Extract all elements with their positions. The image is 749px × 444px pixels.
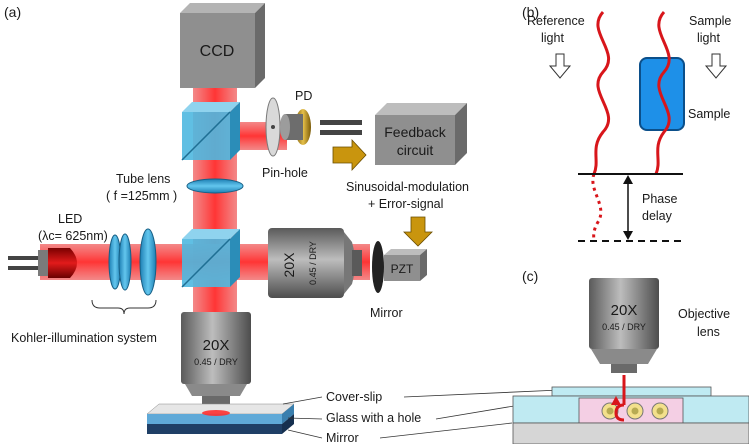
photodetector <box>280 109 362 145</box>
panel-b-label: (b) <box>522 4 539 20</box>
ccd-label: CCD <box>200 43 235 60</box>
feedback-label-line1: Feedback <box>384 124 446 140</box>
objective-lens-label-line1: Objective <box>678 307 730 321</box>
beam-splitter-top <box>181 102 240 161</box>
sample-label: Sample <box>688 107 730 121</box>
panel-c-label: (c) <box>522 268 538 284</box>
arrow-down-outline-icon <box>548 53 572 79</box>
arrow-down-outline-icon <box>704 53 728 79</box>
pinhole-label: Pin-hole <box>262 166 308 180</box>
objective-side: 20X 0.45 / DRY <box>268 228 362 298</box>
reference-wave-extension <box>591 173 603 242</box>
led-label-line2: (λc= 625nm) <box>38 229 108 243</box>
reference-label-line1: Reference <box>527 14 585 28</box>
mirror-label: Mirror <box>370 306 403 320</box>
feedback-circuit-box: Feedback circuit <box>375 103 467 165</box>
beam-splitter-middle <box>181 229 240 288</box>
sample-chamber <box>512 375 749 444</box>
glass-hole-label: Glass with a hole <box>326 411 421 425</box>
objective-side-spec: 0.45 / DRY <box>308 241 318 285</box>
pzt-block: PZT <box>384 249 427 281</box>
reference-wave <box>592 10 611 175</box>
pzt-label: PZT <box>391 262 414 276</box>
sample-wave <box>654 10 671 175</box>
sample-light-label-line1: Sample <box>689 14 731 28</box>
panel-a-label: (a) <box>4 4 21 20</box>
pd-label: PD <box>295 89 312 103</box>
led-source <box>8 248 77 278</box>
led-label-line1: LED <box>58 212 82 226</box>
objective-bottom: 20X 0.45 / DRY <box>181 312 251 404</box>
bottom-mirror-label: Mirror <box>326 431 359 444</box>
objective-c-mag: 20X <box>611 302 638 319</box>
phase-label-line2: delay <box>642 209 673 223</box>
modulation-label-line1: Sinusoidal-modulation <box>346 180 469 194</box>
pzt-mirror <box>372 241 384 293</box>
reference-label-line2: light <box>541 31 564 45</box>
objective-bottom-spec: 0.45 / DRY <box>194 357 238 367</box>
kohler-brace <box>91 299 157 315</box>
feedback-label-line2: circuit <box>397 142 434 158</box>
arrow-right-gold-icon <box>332 138 367 172</box>
ccd-camera: CCD <box>180 3 265 88</box>
coverslip-label: Cover-slip <box>326 390 382 404</box>
modulation-label-line2: + Error-signal <box>368 197 443 211</box>
phase-label-line1: Phase <box>642 192 677 206</box>
tube-lens <box>186 178 244 194</box>
objective-lens-label-line2: lens <box>697 325 720 339</box>
kohler-lens-3 <box>139 228 157 296</box>
sample-stage <box>146 403 295 434</box>
kohler-lens-2 <box>118 233 132 291</box>
arrow-down-gold-icon <box>403 216 433 247</box>
objective-bottom-mag: 20X <box>203 337 230 354</box>
objective-panel-c: 20X 0.45 / DRY <box>589 278 659 373</box>
objective-side-mag: 20X <box>281 252 297 278</box>
sample-light-label-line2: light <box>697 31 720 45</box>
kohler-label: Kohler-illumination system <box>11 331 157 345</box>
tube-lens-label-line2: ( f =125mm ) <box>106 189 177 203</box>
pinhole-disc <box>265 97 281 157</box>
objective-c-spec: 0.45 / DRY <box>602 322 646 332</box>
tube-lens-label-line1: Tube lens <box>116 172 170 186</box>
